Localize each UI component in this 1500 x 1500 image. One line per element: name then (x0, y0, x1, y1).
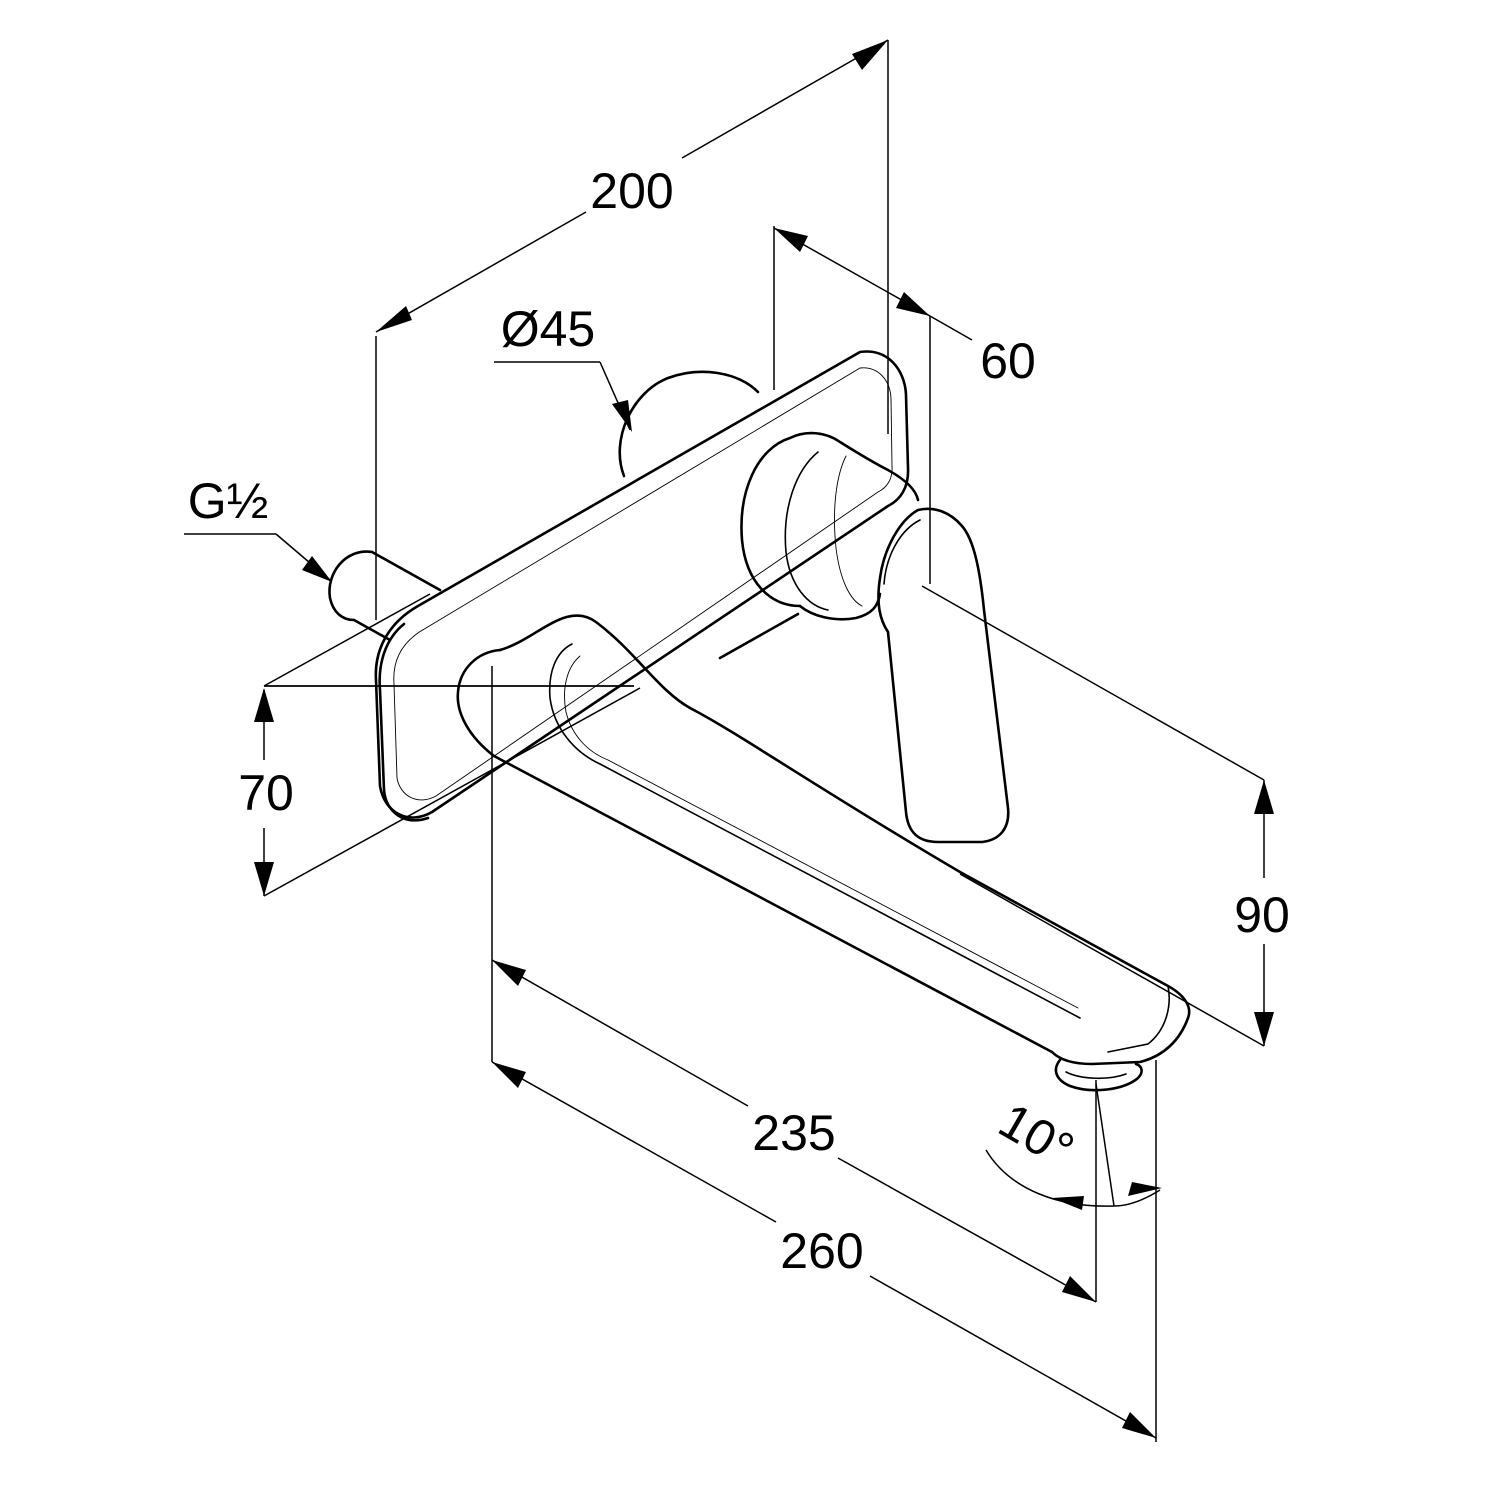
faucet-outline (328, 350, 1191, 1092)
dim-10deg: 10° (985, 1083, 1162, 1210)
dim-60: 60 (773, 226, 1036, 584)
dim-label-o45: Ø45 (501, 301, 596, 357)
dim-260: 260 (491, 1060, 1157, 1442)
dim-70: 70 (238, 593, 641, 897)
dim-label-70: 70 (238, 765, 294, 821)
dim-label-200: 200 (590, 163, 673, 219)
spout (456, 614, 1191, 1092)
dim-label-260: 260 (780, 1223, 863, 1279)
dim-o45: Ø45 (494, 301, 632, 432)
dim-label-10deg: 10° (990, 1092, 1083, 1178)
dim-label-235: 235 (752, 1105, 835, 1161)
escutcheon (618, 370, 760, 478)
dim-label-90: 90 (1234, 887, 1290, 943)
dim-235: 235 (491, 666, 1097, 1303)
dim-g12: G½ (184, 473, 332, 582)
dimension-lines: 200 Ø45 G½ 60 (184, 39, 1290, 1442)
pipe-stub (328, 550, 442, 642)
mounting-plate (374, 350, 910, 822)
dim-label-60: 60 (980, 333, 1036, 389)
handle-hub (718, 431, 920, 660)
dim-90: 90 (921, 585, 1290, 1047)
dim-200: 200 (375, 39, 889, 620)
lever-handle (877, 507, 1010, 844)
dim-label-g12: G½ (188, 473, 269, 529)
